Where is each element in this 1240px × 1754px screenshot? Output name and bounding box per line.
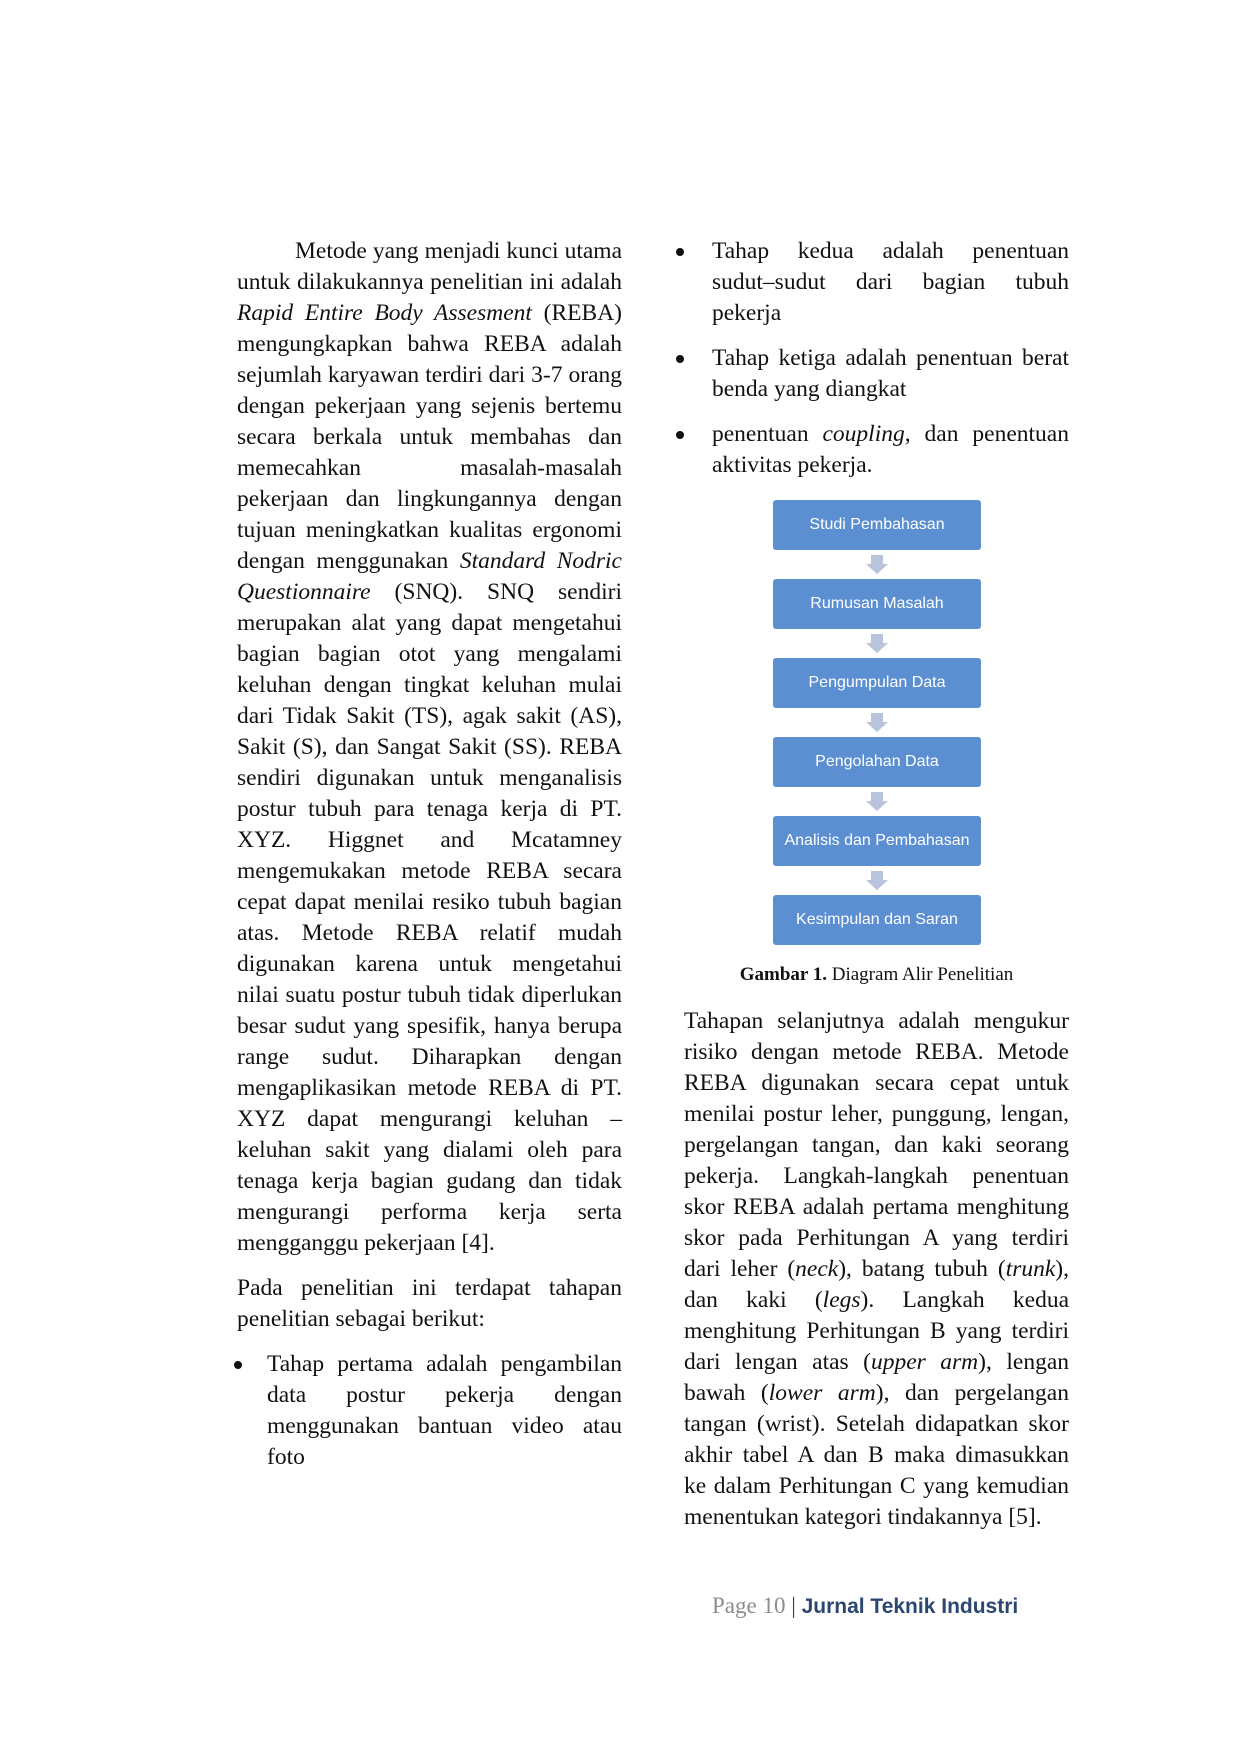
- stage-list-right: Tahap kedua adalah penentuan sudut–sudut…: [676, 236, 1069, 481]
- flow-arrow-icon: [773, 866, 981, 895]
- right-column-top: Tahap kedua adalah penentuan sudut–sudut…: [676, 236, 1069, 495]
- flow-step: Analisis dan Pembahasan: [773, 816, 981, 866]
- right-column-bottom: Tahapan selanjutnya adalah mengukur risi…: [684, 1006, 1069, 1533]
- flow-arrow-icon: [773, 550, 981, 579]
- flow-arrow-icon: [773, 787, 981, 816]
- flow-arrow-icon: [773, 708, 981, 737]
- reba-paragraph: Tahapan selanjutnya adalah mengukur risi…: [684, 1008, 1070, 1530]
- stage-item-2: Tahap kedua adalah penentuan sudut–sudut…: [676, 236, 1069, 329]
- stage-item-3: Tahap ketiga adalah penentuan berat bend…: [676, 343, 1069, 405]
- flow-step: Studi Pembahasan: [773, 500, 981, 550]
- flow-arrow-icon: [773, 629, 981, 658]
- page-footer: Page 10 | Jurnal Teknik Industri: [712, 1593, 1018, 1619]
- figure-caption: Gambar 1. Diagram Alir Penelitian: [684, 964, 1069, 986]
- flow-step: Pengumpulan Data: [773, 658, 981, 708]
- footer-separator: |: [791, 1593, 796, 1618]
- intro-paragraph: Metode yang menjadi kunci utama untuk di…: [237, 238, 623, 1256]
- left-column: Metode yang menjadi kunci utama untuk di…: [234, 236, 623, 1487]
- journal-name: Jurnal Teknik Industri: [801, 1595, 1019, 1618]
- stage-list-left: Tahap pertama adalah pengambilan data po…: [234, 1349, 622, 1473]
- stages-intro-paragraph: Pada penelitian ini terdapat tahapan pen…: [237, 1275, 622, 1332]
- figure-label: Gambar 1.: [739, 964, 827, 985]
- stage-item-1: Tahap pertama adalah pengambilan data po…: [234, 1349, 622, 1473]
- figure-title: Diagram Alir Penelitian: [827, 964, 1014, 985]
- page-number: Page 10: [712, 1593, 786, 1618]
- flow-step: Kesimpulan dan Saran: [773, 895, 981, 945]
- flow-step: Rumusan Masalah: [773, 579, 981, 629]
- stage-item-4: penentuan coupling, dan penentuan aktivi…: [676, 419, 1069, 481]
- flow-step: Pengolahan Data: [773, 737, 981, 787]
